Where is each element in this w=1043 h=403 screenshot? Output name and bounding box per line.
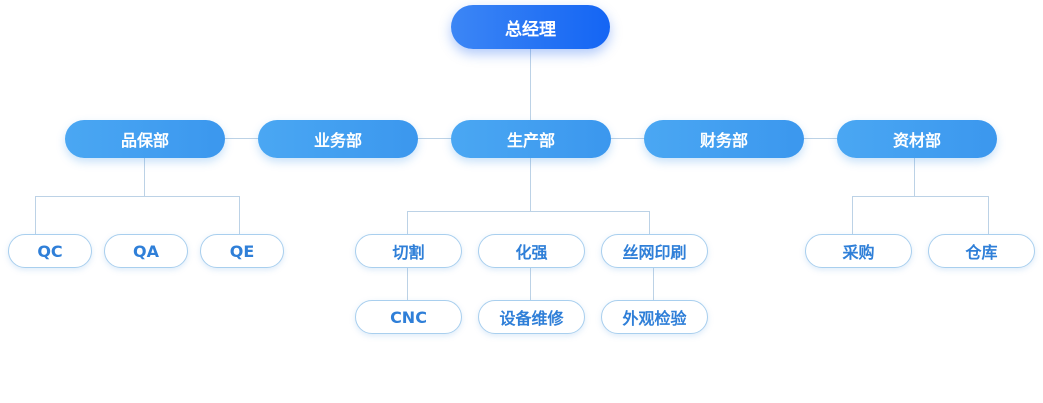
node-screen-printing[interactable]: 丝网印刷	[601, 234, 708, 268]
node-general-manager[interactable]: 总经理	[451, 5, 610, 49]
node-strengthening[interactable]: 化强	[478, 234, 585, 268]
connector-pinbao	[35, 158, 240, 234]
node-quality-dept[interactable]: 品保部	[65, 120, 225, 158]
node-production-dept[interactable]: 生产部	[451, 120, 611, 158]
node-warehouse[interactable]: 仓库	[928, 234, 1035, 268]
node-cutting[interactable]: 切割	[355, 234, 462, 268]
node-materials-dept[interactable]: 资材部	[837, 120, 997, 158]
node-equipment-maintenance[interactable]: 设备维修	[478, 300, 585, 334]
node-cnc[interactable]: CNC	[355, 300, 462, 334]
node-visual-inspection[interactable]: 外观检验	[601, 300, 708, 334]
node-qa[interactable]: QA	[104, 234, 188, 268]
connector-zicai	[852, 158, 989, 234]
connector-shengchan	[407, 158, 654, 300]
node-business-dept[interactable]: 业务部	[258, 120, 418, 158]
node-qc[interactable]: QC	[8, 234, 92, 268]
node-qe[interactable]: QE	[200, 234, 284, 268]
node-finance-dept[interactable]: 财务部	[644, 120, 804, 158]
node-purchasing[interactable]: 采购	[805, 234, 912, 268]
